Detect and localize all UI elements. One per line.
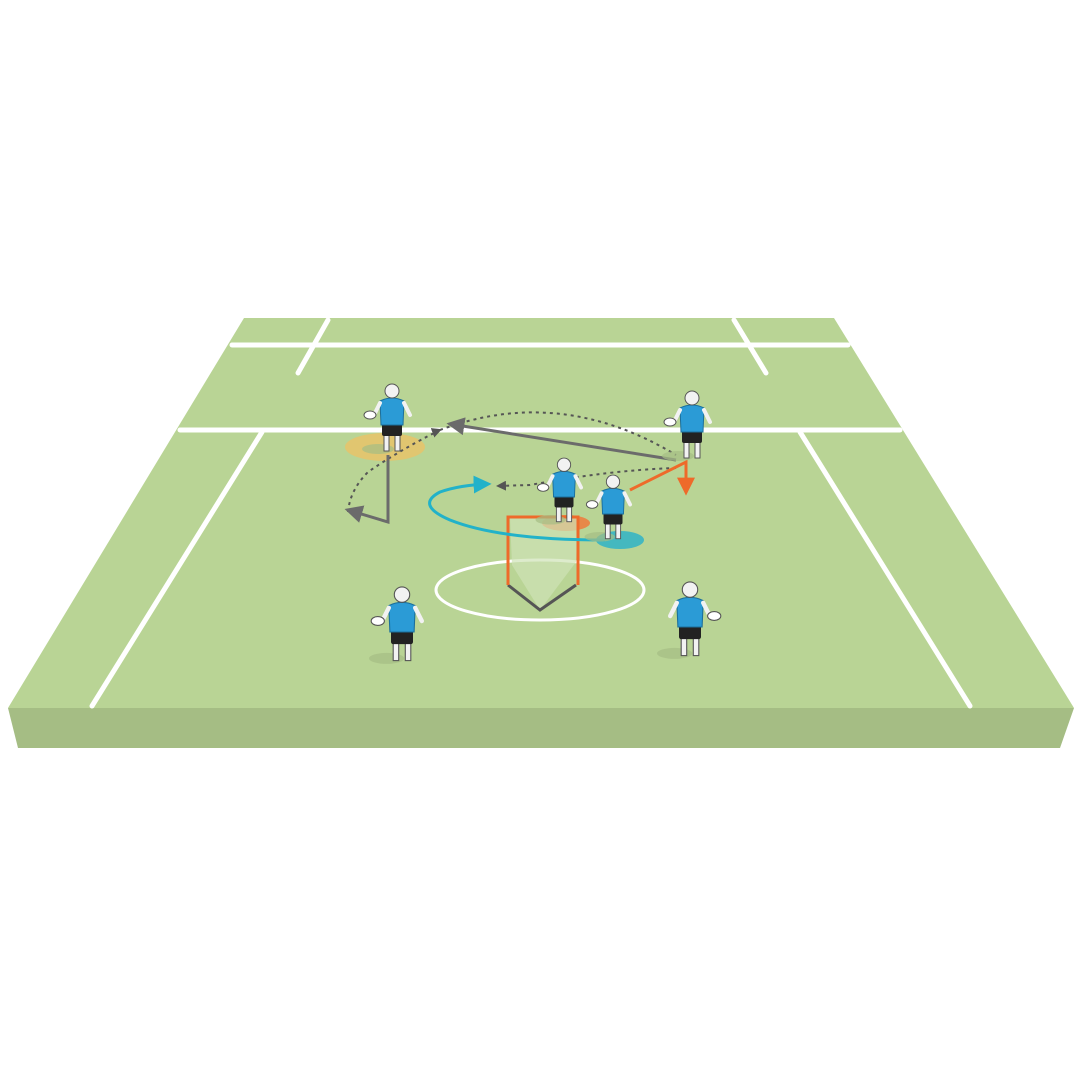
left-sideline (89, 429, 265, 709)
player-head (384, 383, 400, 399)
player-top-right (662, 390, 712, 461)
right-upper-wing-line (731, 317, 769, 376)
player-top-left (362, 383, 412, 454)
player-head (684, 390, 700, 406)
left-upper-wing-line (295, 317, 331, 376)
field-edge (8, 708, 1074, 748)
player-arm (402, 401, 412, 417)
player-head (605, 474, 621, 489)
player-shirt (601, 487, 625, 515)
player-head (681, 581, 699, 598)
player-shorts (603, 512, 623, 525)
player-shirt (552, 470, 576, 498)
player-shorts (382, 423, 402, 436)
player-head (556, 457, 572, 472)
player-arm (667, 600, 679, 619)
right-sideline (797, 429, 973, 709)
player-arm (413, 605, 425, 624)
player-shirt (676, 596, 704, 628)
lacrosse-stick-icon (370, 616, 385, 626)
dotted-drop-arc (347, 429, 441, 513)
movement-lines (344, 411, 695, 542)
players-group (362, 383, 722, 664)
player-bottom-left (369, 586, 425, 664)
player-arm (573, 474, 584, 490)
player-center-left (535, 457, 584, 525)
player-shorts (554, 495, 574, 508)
player-arm (702, 408, 712, 424)
orange-run-arrow (629, 459, 695, 496)
player-shirt (379, 397, 405, 426)
player-center-right (584, 474, 633, 542)
lacrosse-stick-icon (707, 611, 722, 621)
goal-base (507, 583, 577, 612)
pass-line (446, 417, 677, 462)
player-shorts (679, 624, 701, 640)
player-shorts (682, 430, 702, 443)
field-lines (89, 317, 973, 709)
player-head (393, 586, 411, 603)
dotted-pass-arc (430, 411, 677, 456)
field-surface (8, 318, 1074, 708)
teal-run-arrow (428, 475, 606, 542)
player-shirt (679, 404, 705, 433)
lacrosse-stick-icon (536, 483, 550, 492)
player-shirt (388, 601, 416, 633)
lacrosse-stick-icon (363, 410, 377, 420)
player-arm (622, 491, 633, 507)
player-bottom-right (657, 581, 722, 659)
lacrosse-stick-icon (585, 500, 599, 509)
player-shorts (391, 629, 413, 645)
grey-cut-arrow (344, 455, 390, 525)
lacrosse-stick-icon (663, 417, 677, 427)
